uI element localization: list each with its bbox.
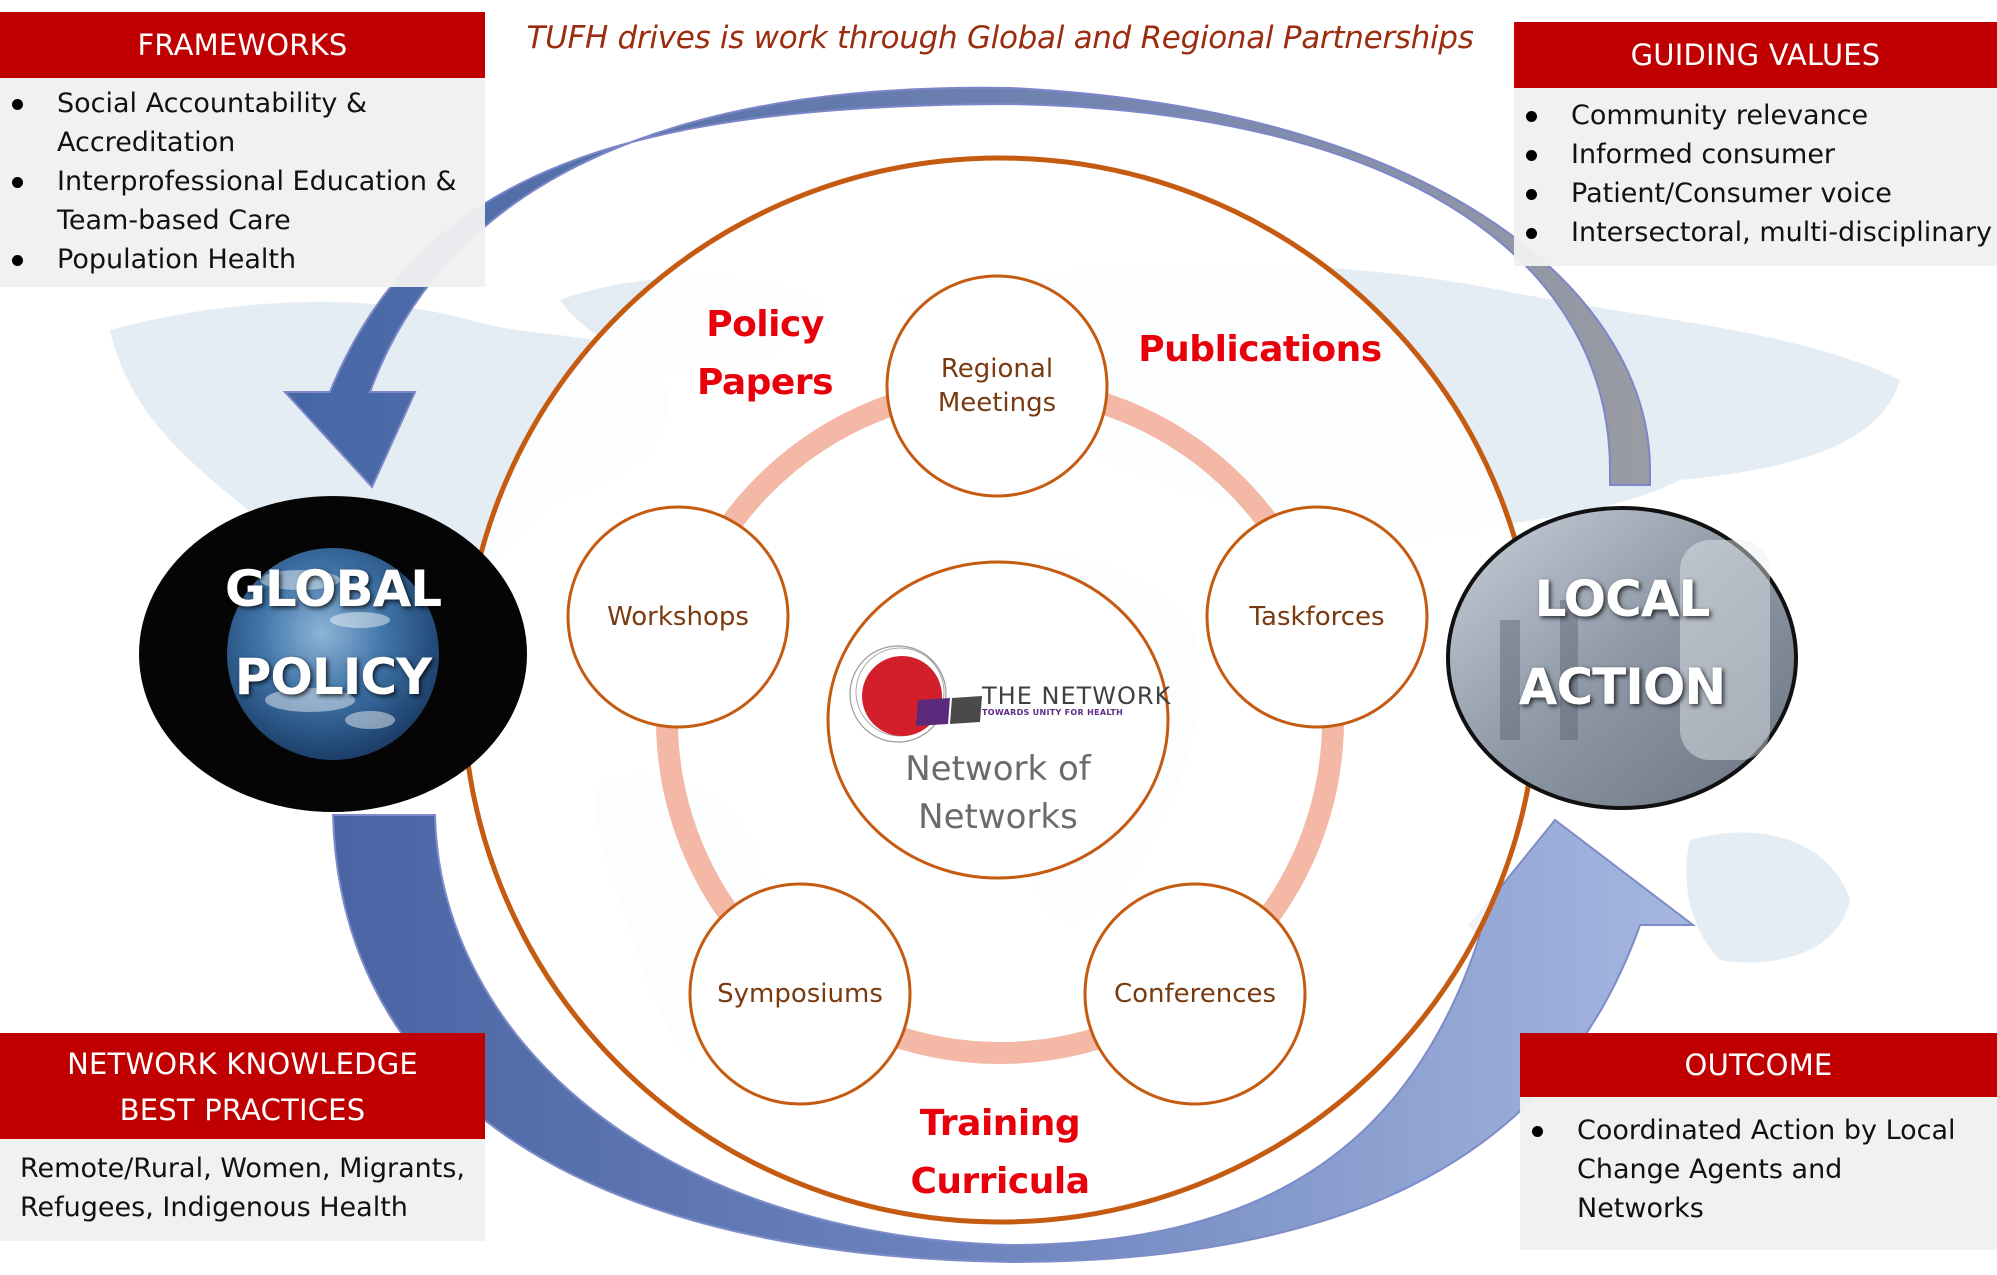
network-knowledge-body: Remote/Rural, Women, Migrants, Refugees,… [0,1139,485,1241]
global-policy-label: GLOBAL POLICY [224,545,442,721]
earth-globe-icon [227,548,439,760]
activity-circle-conferences [1083,882,1307,1106]
activity-circle-workshops [566,505,790,729]
arrow-bottom-to-local [331,814,1696,1264]
activity-label-taskforces: Taskforces [1249,600,1384,634]
activity-label-line1: Symposiums [717,979,883,1009]
center-line2: Networks [918,797,1078,837]
guiding-values-item: Patient/Consumer voice [1514,174,1997,213]
activity-label-conferences: Conferences [1114,977,1276,1011]
policy-papers-label: Policy Papers [680,296,850,412]
activity-circle-regional-meetings [885,274,1109,498]
doctor-photo-icon [1500,540,1770,760]
local-action-line2: ACTION [1518,658,1726,716]
activity-label-line2: Meetings [937,388,1057,418]
the-network-logo: THE NETWORK TOWARDS UNITY FOR HEALTH [982,684,1171,718]
frameworks-item: Interprofessional Education & Team-based… [0,162,475,240]
outcome-list: Coordinated Action by Local Change Agent… [1520,1111,1977,1228]
network-knowledge-text-line2: Refugees, Indigenous Health [20,1192,408,1223]
activity-circle-taskforces [1205,505,1429,729]
policy-papers-line2: Papers [696,362,834,403]
local-action-oval [1446,506,1798,810]
network-knowledge-header-line2: BEST PRACTICES [119,1093,366,1127]
training-curricula-label: Training Curricula [900,1095,1100,1211]
center-circle [826,560,1170,880]
training-curricula-line2: Curricula [910,1161,1091,1202]
activity-label-line1: Regional [940,354,1054,384]
earth-clouds [260,570,395,729]
outcome-item: Coordinated Action by Local Change Agent… [1520,1111,1977,1228]
frameworks-item: Population Health [0,240,475,279]
guiding-values-header: GUIDING VALUES [1514,22,1997,88]
logo-name: THE NETWORK [982,682,1172,710]
outcome-header: OUTCOME [1520,1033,1997,1097]
frameworks-header: FRAMEWORKS [0,12,485,78]
activity-circle-symposiums [688,882,912,1106]
activity-label-workshops: Workshops [607,600,749,634]
logo-tagline: TOWARDS UNITY FOR HEALTH [982,708,1124,717]
network-knowledge-header: NETWORK KNOWLEDGE BEST PRACTICES [0,1033,485,1139]
publications-label: Publications [1138,329,1382,370]
outcome-panel: OUTCOME Coordinated Action by Local Chan… [1520,1033,1997,1250]
local-action-line1: LOCAL [1534,570,1711,628]
diagram-title: TUFH drives is work through Global and R… [526,20,1474,56]
network-knowledge-header-line1: NETWORK KNOWLEDGE [67,1047,418,1081]
the-network-logo-icon [849,645,982,743]
guiding-values-item: Intersectoral, multi-disciplinary [1514,213,1997,252]
global-policy-line2: POLICY [234,648,433,706]
center-line1: Network of [905,749,1091,789]
network-knowledge-panel: NETWORK KNOWLEDGE BEST PRACTICES Remote/… [0,1033,485,1241]
guiding-values-item: Informed consumer [1514,135,1997,174]
global-policy-line1: GLOBAL [224,560,442,618]
frameworks-item: Social Accountability & Accreditation [0,84,475,162]
frameworks-panel: FRAMEWORKS Social Accountability & Accre… [0,12,485,287]
activity-label-symposiums: Symposiums [717,977,883,1011]
arrow-top-to-global [282,86,1651,489]
training-curricula-line1: Training [919,1103,1081,1144]
activity-label-line1: Conferences [1113,979,1277,1009]
local-action-label: LOCAL ACTION [1518,555,1726,731]
network-of-networks-label: Network of Networks [905,745,1091,841]
policy-papers-line1: Policy [706,304,824,345]
network-knowledge-text-line1: Remote/Rural, Women, Migrants, [20,1153,465,1184]
outcome-body: Coordinated Action by Local Change Agent… [1520,1097,1997,1250]
activity-label-line1: Workshops [607,602,749,632]
guiding-values-item: Community relevance [1514,96,1997,135]
activity-label-line1: Taskforces [1249,602,1385,632]
